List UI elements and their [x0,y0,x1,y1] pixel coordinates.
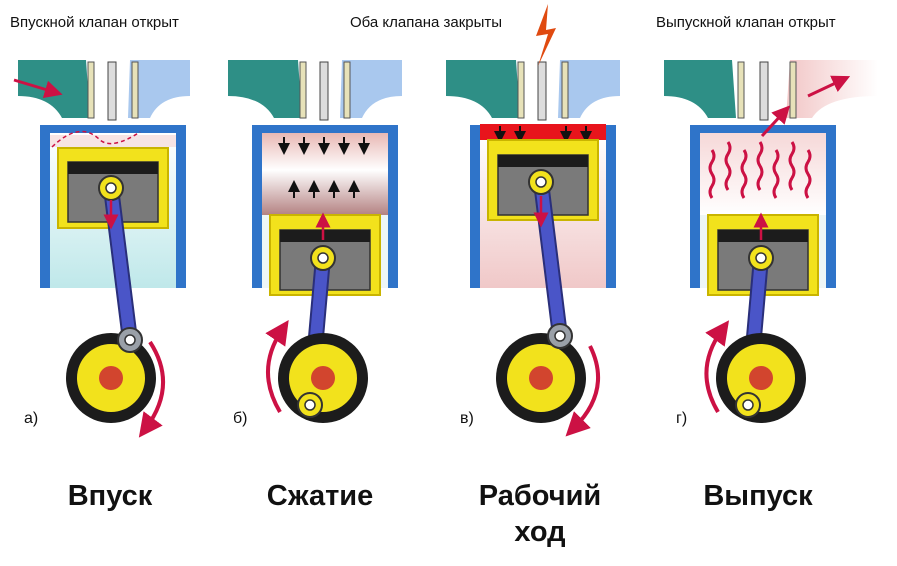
stage-title-compression: Сжатие [266,480,374,512]
engine-panel-exhaust [664,60,878,423]
intake-port [18,60,90,118]
connecting-rod [105,182,136,346]
rotation-arrow [265,320,289,414]
rotation-arrow [138,340,165,438]
stage-letter-a: а) [24,410,39,427]
exhaust-valve-open-label: Выпускной клапан открыт [656,14,836,31]
engine-panel-intake [13,60,190,438]
rotation-arrow [565,345,600,437]
combustion-flame [480,124,606,140]
exhaust-port [558,60,620,118]
expansion-arrows [494,126,592,143]
intake-port [228,60,302,118]
intake-port [446,60,520,118]
engine-panel-compression [228,60,402,423]
spark-plug-icon [759,61,769,121]
exhaust-port [340,60,402,118]
engine-panel-power-stroke [446,4,620,437]
rotation-arrow [704,320,730,414]
exhaust-port [786,60,878,118]
spark-plug-icon [319,61,329,121]
compression-arrows [278,137,370,198]
exhaust-port [128,60,190,118]
spark-lightning-icon [536,4,556,66]
stage-letter-d: г) [676,410,688,427]
exhaust-flow-arrow [807,75,851,98]
intake-port [664,60,736,118]
stage-title-intake: Впуск [67,480,153,512]
both-valves-closed-label: Оба клапана закрыты [350,14,503,31]
exhaust-gas [708,141,812,199]
stage-title-power-stroke: Рабочий ход [478,480,602,548]
connecting-rod [535,176,566,342]
stage-letter-b: б) [233,410,248,427]
stage-title-exhaust: Выпуск [703,480,813,512]
spark-plug-icon [537,61,547,121]
spark-plug-icon [107,61,117,121]
intake-flow-arrow [13,78,63,99]
stage-letter-c: в) [460,410,474,427]
intake-valve-open-label: Впускной клапан открыт [10,14,179,31]
